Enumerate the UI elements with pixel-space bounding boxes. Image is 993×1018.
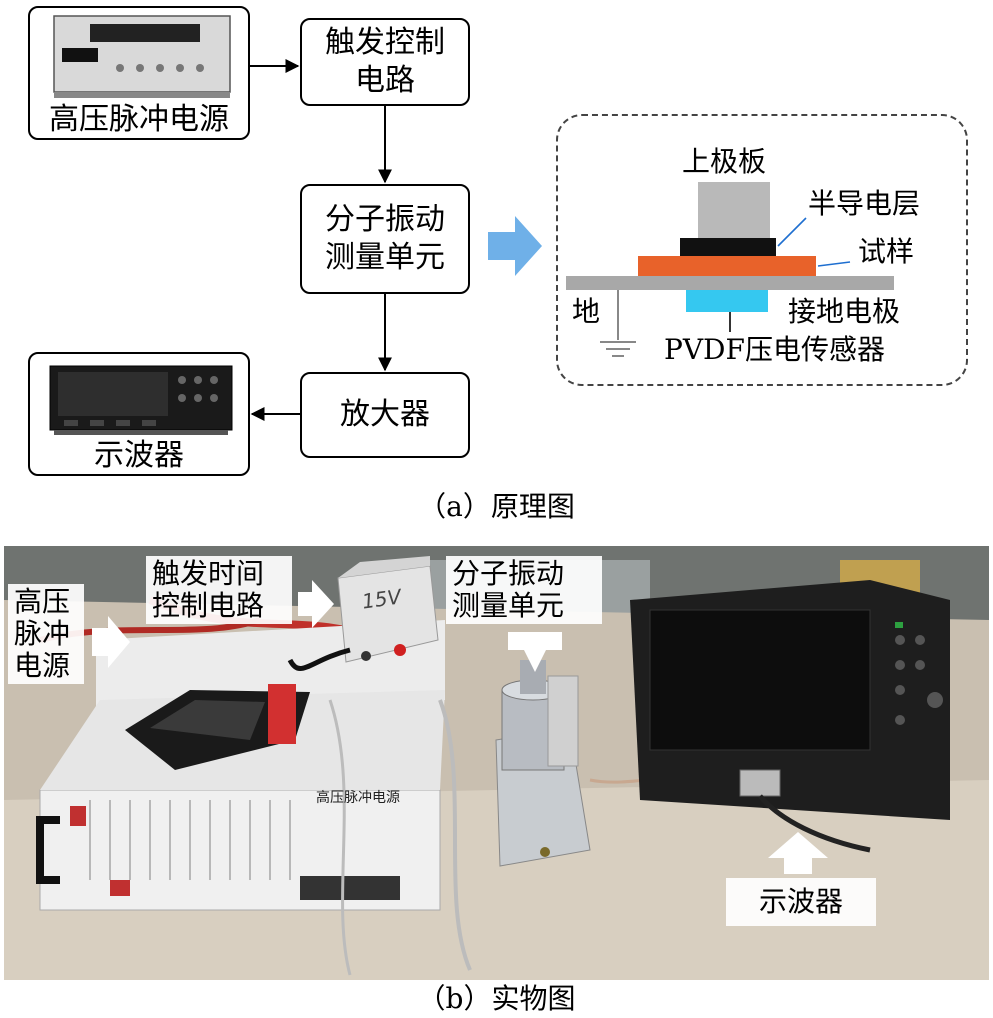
ground-symbol <box>600 290 636 357</box>
photo-arrow-hv <box>92 616 130 668</box>
big-blue-arrow <box>488 216 542 276</box>
photo-callout-measure: 分子振动 测量单元 <box>446 556 602 624</box>
semiconductor-callout-line <box>777 217 807 247</box>
measure-box: 分子振动 测量单元 <box>300 184 470 294</box>
photo-arrow-measure <box>508 632 562 672</box>
trigger-label-line1: 触发控制 <box>325 25 445 60</box>
schematic-arrows <box>250 59 542 421</box>
device-front-label: 高压脉冲电源 <box>316 790 400 806</box>
sample-label: 试样 <box>858 235 915 268</box>
photo-measure-line2: 测量单元 <box>452 589 565 622</box>
oscilloscope-label: 示波器 <box>94 438 184 473</box>
photo-trigger-line2: 控制电路 <box>152 589 265 622</box>
photo-callout-hv-supply: 高压 脉冲 电源 <box>8 584 84 684</box>
photo-hv-line1: 高压 <box>14 585 71 618</box>
photo-callout-oscilloscope: 示波器 <box>726 878 876 926</box>
amplifier-label: 放大器 <box>340 397 430 432</box>
pvdf-sensor <box>686 290 768 312</box>
hv-supply-illustration <box>53 15 231 98</box>
handwriting-15v: 15V <box>360 584 403 614</box>
photo-measure-line1: 分子振动 <box>452 557 565 590</box>
photo-arrow-trigger <box>298 580 334 628</box>
measure-label-line1: 分子振动 <box>325 202 445 237</box>
semiconductor-label: 半导电层 <box>808 187 921 220</box>
photo-hv-line3: 电源 <box>14 649 71 682</box>
amplifier-box: 放大器 <box>300 372 470 458</box>
top-electrode-label: 上极板 <box>682 145 767 178</box>
caption-b: （b）实物图 <box>417 982 576 1015</box>
oscilloscope-illustration <box>49 365 233 435</box>
photo-hv-line2: 脉冲 <box>14 617 71 650</box>
ground-label: 地 <box>572 295 601 328</box>
pvdf-sensor-label: PVDF压电传感器 <box>664 333 885 366</box>
photo-trigger-line1: 触发时间 <box>152 557 265 590</box>
photo-oscilloscope-label: 示波器 <box>758 885 843 918</box>
ground-plate <box>566 276 894 290</box>
detail-box <box>556 114 968 386</box>
caption-a: （a）原理图 <box>418 490 575 523</box>
measure-label-line2: 测量单元 <box>325 240 445 275</box>
semiconductor-layer <box>680 238 776 256</box>
photo-callout-trigger: 触发时间 控制电路 <box>146 556 292 624</box>
top-electrode <box>698 182 770 240</box>
trigger-label-line2: 电路 <box>355 63 415 98</box>
hv-supply-label: 高压脉冲电源 <box>49 102 229 137</box>
trigger-box: 触发控制 电路 <box>300 18 470 106</box>
photo-arrow-scope <box>768 832 828 874</box>
oscilloscope-box: 示波器 <box>28 352 250 476</box>
detail-structure <box>566 182 894 357</box>
sample-layer <box>638 256 816 276</box>
ground-electrode-label: 接地电极 <box>788 295 901 328</box>
sample-callout-line <box>817 261 851 267</box>
hv-supply-box: 高压脉冲电源 <box>28 6 250 140</box>
